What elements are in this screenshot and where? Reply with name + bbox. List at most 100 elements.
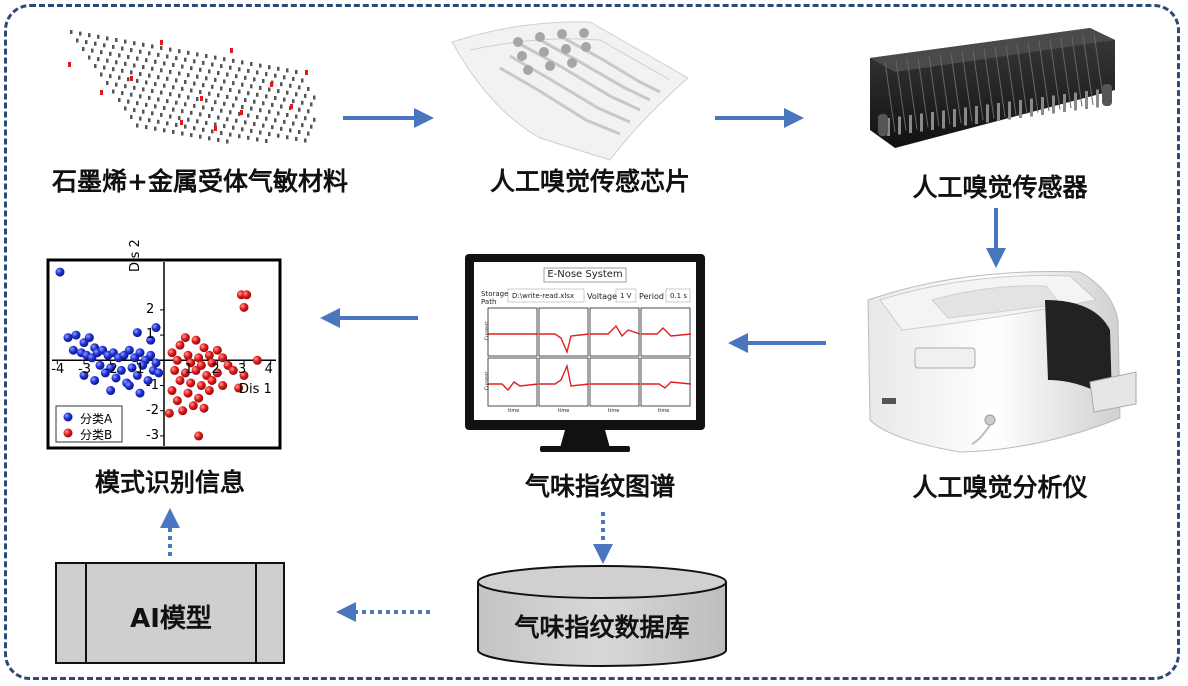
- y-tick-label: -1: [146, 377, 159, 393]
- legend-marker-a: [63, 412, 73, 422]
- label-material: 石墨烯+金属受体气敏材料: [52, 167, 348, 196]
- point-class-a: [135, 388, 145, 398]
- point-class-b: [199, 343, 209, 353]
- x-label-1: time: [508, 408, 520, 414]
- x-label-3: time: [608, 408, 620, 414]
- storage-value: D:\write-read.xlsx: [512, 292, 575, 300]
- point-class-a: [106, 386, 116, 396]
- point-class-a: [138, 360, 148, 370]
- label-database: 气味指纹数据库: [514, 613, 690, 642]
- y-tick-label: 2: [146, 301, 155, 317]
- storage-label: Storage Path: [481, 290, 509, 306]
- point-class-a: [132, 370, 142, 380]
- point-class-a: [146, 350, 156, 360]
- signal-trace: [590, 324, 641, 338]
- point-class-b: [167, 386, 177, 396]
- x-label-2: time: [558, 408, 570, 414]
- dashed-frame: [4, 4, 1180, 680]
- label-fingerprint: 气味指纹图谱: [524, 472, 675, 501]
- signal-trace: [641, 381, 692, 389]
- legend-label-b: 分类B: [80, 428, 113, 442]
- point-class-a: [55, 267, 65, 277]
- point-class-a: [132, 328, 142, 338]
- point-class-b: [252, 355, 262, 365]
- sensor-chip-image: [451, 21, 689, 161]
- point-class-b: [234, 383, 244, 393]
- point-class-b: [191, 365, 201, 375]
- point-class-a: [124, 345, 134, 355]
- point-class-b: [180, 333, 190, 343]
- x-tick-label: -4: [51, 362, 65, 378]
- label-sensor: 人工嗅觉传感器: [912, 173, 1088, 202]
- point-class-b: [170, 365, 180, 375]
- y-tick-label: -2: [146, 402, 159, 418]
- point-class-b: [172, 355, 182, 365]
- signal-panels: [487, 307, 692, 407]
- y-label-1: Current: [484, 321, 491, 341]
- point-class-a: [79, 370, 89, 380]
- x-tick-label: -3: [78, 362, 91, 378]
- voltage-value: 1 V: [620, 292, 632, 300]
- x-label-4: time: [658, 408, 670, 414]
- point-class-b: [172, 396, 182, 406]
- monitor-image: [465, 254, 705, 452]
- point-class-b: [183, 388, 193, 398]
- point-class-a: [68, 345, 78, 355]
- point-class-b: [207, 375, 217, 385]
- signal-trace: [539, 333, 590, 355]
- voltage-label: Voltage: [587, 292, 618, 301]
- point-class-b: [199, 403, 209, 413]
- x-tick-label: -1: [131, 362, 145, 378]
- x-tick-label: 4: [264, 362, 273, 378]
- point-class-a: [95, 360, 105, 370]
- scatter-chart: [46, 258, 282, 450]
- point-class-b: [183, 350, 193, 360]
- x-tick-label: 3: [238, 362, 247, 378]
- point-class-b: [164, 408, 174, 418]
- graphene-material-image: [68, 30, 316, 144]
- x-tick-label: -2: [104, 362, 118, 378]
- enose-title: E-Nose System: [547, 269, 623, 280]
- point-class-b: [180, 368, 190, 378]
- legend-marker-b: [63, 428, 73, 438]
- signal-trace: [641, 327, 692, 337]
- point-class-b: [228, 365, 238, 375]
- point-class-b: [167, 348, 177, 358]
- point-class-a: [151, 323, 161, 333]
- point-class-b: [218, 353, 228, 363]
- point-class-b: [218, 381, 228, 391]
- database-cylinder: [477, 565, 727, 667]
- point-class-a: [143, 375, 153, 385]
- point-class-a: [116, 365, 126, 375]
- label-chip: 人工嗅觉传感芯片: [489, 167, 690, 196]
- x-tick-label: 2: [211, 362, 220, 378]
- ai-model-box: [55, 562, 285, 664]
- y-tick-label: -3: [146, 427, 159, 443]
- y-tick-label: 1: [146, 327, 155, 343]
- point-class-b: [194, 431, 204, 441]
- point-class-b: [212, 368, 222, 378]
- point-class-b: [239, 370, 249, 380]
- olfactory-sensor-image: [870, 28, 1115, 148]
- point-class-b: [196, 381, 206, 391]
- signal-trace: [539, 363, 590, 387]
- label-instrument: 人工嗅觉分析仪: [912, 473, 1088, 502]
- chart-ylabel: Dis 2: [128, 239, 143, 272]
- point-class-b: [204, 350, 214, 360]
- olfactory-analyzer-image: [867, 271, 1137, 453]
- point-class-a: [71, 330, 81, 340]
- point-class-a: [63, 333, 73, 343]
- point-class-a: [154, 368, 164, 378]
- period-label: Period: [639, 292, 664, 301]
- y-label-2: Current: [484, 371, 491, 391]
- point-class-a: [100, 368, 110, 378]
- point-class-b: [175, 375, 185, 385]
- point-class-b: [194, 353, 204, 363]
- point-class-a: [124, 381, 134, 391]
- point-class-b: [194, 393, 204, 403]
- point-class-a: [146, 335, 156, 345]
- label-ai-model: AI模型: [130, 604, 212, 634]
- chart-xlabel: Dis 1: [239, 382, 272, 397]
- period-value: 0.1 s: [670, 292, 688, 300]
